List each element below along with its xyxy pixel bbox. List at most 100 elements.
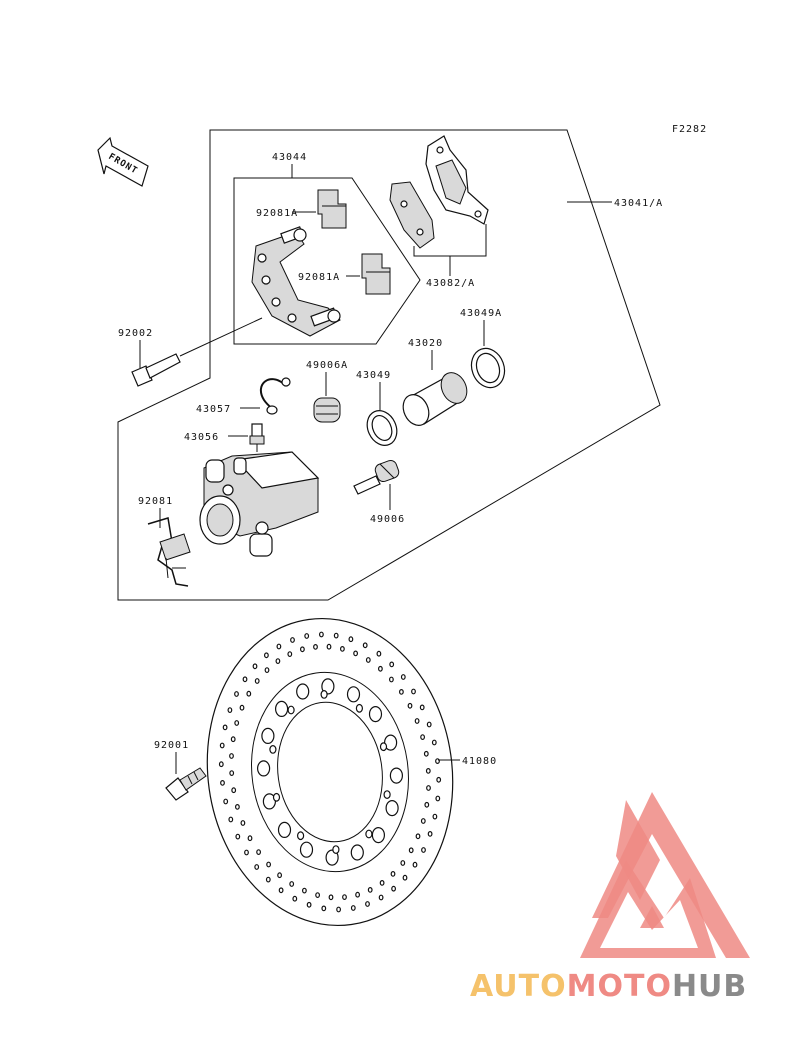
- disc-hole: [277, 821, 292, 839]
- disc-hole: [426, 721, 432, 728]
- disc-hole: [391, 885, 397, 892]
- disc-hole: [261, 727, 275, 745]
- disc-hole: [300, 646, 305, 653]
- disc-hole: [423, 750, 429, 757]
- watermark-text: AUTOMOTOHUB: [470, 969, 747, 1004]
- disc-hole: [299, 841, 314, 858]
- disc-hole: [292, 895, 298, 902]
- disc-hole: [340, 646, 345, 652]
- disc-hole: [231, 787, 237, 794]
- disc-hole: [234, 804, 240, 810]
- disc-hole: [218, 761, 224, 768]
- disc-hole: [306, 901, 312, 908]
- disc-hole: [355, 891, 361, 898]
- disc-hole: [304, 633, 310, 639]
- caliper-assembly-outline: [117, 129, 661, 601]
- disc-hole: [362, 642, 368, 649]
- part-label-92081a-bottom: 92081A: [298, 272, 340, 283]
- disc-hole: [400, 860, 406, 866]
- disc-hole: [368, 705, 383, 723]
- caliper-body: [199, 451, 320, 557]
- part-label-49006a: 49006A: [306, 360, 348, 371]
- disc-hole: [278, 887, 284, 894]
- disc-hole: [390, 871, 396, 877]
- disc-hole: [254, 864, 260, 870]
- disc-hole: [302, 887, 307, 894]
- disc-hole: [408, 847, 414, 854]
- disc-hole: [415, 833, 421, 840]
- disc-hole: [348, 636, 354, 643]
- disc-hole: [289, 881, 295, 887]
- watermark-part-moto: MOTO: [567, 969, 672, 1004]
- disc-hole: [223, 798, 229, 805]
- disc-hole: [332, 845, 340, 854]
- disc-hole: [419, 704, 425, 711]
- watermark-part-hub: HUB: [672, 969, 747, 1004]
- disc-hole: [234, 720, 240, 726]
- disc-hole: [220, 780, 225, 786]
- disc-hole: [376, 650, 382, 657]
- disc-hole: [275, 658, 281, 664]
- disc-hole: [365, 829, 373, 839]
- disc-hole: [367, 887, 373, 893]
- brake-pad-right: [425, 135, 489, 225]
- part-label-41080: 41080: [462, 756, 497, 767]
- piston-43020: [402, 372, 468, 426]
- bracket-subassembly-outline: [233, 177, 421, 345]
- disc-hole: [420, 818, 426, 824]
- disc-hole: [239, 704, 245, 711]
- disc-hole: [229, 770, 235, 776]
- front-arrow-icon: FRONT: [97, 136, 149, 187]
- disc-hole: [420, 734, 426, 740]
- disc-hole: [399, 689, 404, 695]
- part-label-92081: 92081: [138, 496, 173, 507]
- disc-hole: [315, 892, 321, 898]
- disc-hole: [414, 718, 420, 724]
- disc-hole: [407, 702, 413, 709]
- disc-holes: [218, 631, 442, 913]
- disc-hole: [240, 820, 246, 826]
- disc-hole: [402, 874, 408, 881]
- disc-hole: [421, 847, 426, 853]
- disc-hole: [319, 631, 324, 638]
- disc-hole: [365, 657, 371, 663]
- disc-hole: [296, 683, 310, 700]
- disc-hole: [389, 661, 395, 668]
- disc-hole: [389, 676, 394, 683]
- part-label-43049: 43049: [356, 370, 391, 381]
- disc-hole: [228, 816, 234, 823]
- disc-hole: [333, 632, 339, 639]
- disc-hole: [400, 674, 406, 680]
- part-label-92001: 92001: [154, 740, 189, 751]
- disc-hole: [264, 652, 269, 659]
- pad-spring-92081: [147, 517, 191, 587]
- bleeder-valve-43056: [249, 423, 265, 452]
- disc-hole: [326, 643, 332, 650]
- disc-hole: [287, 651, 293, 657]
- part-label-43044: 43044: [272, 152, 307, 163]
- brake-pad-left: [389, 181, 435, 249]
- disc-hole: [257, 760, 271, 777]
- disc-hole: [276, 643, 282, 650]
- disc-hole: [435, 758, 440, 764]
- part-label-43056: 43056: [184, 432, 219, 443]
- disc-hole: [272, 792, 281, 802]
- disc-hole: [264, 667, 270, 673]
- disc-hole: [227, 707, 233, 713]
- disc-hole: [320, 690, 328, 699]
- part-label-92002: 92002: [118, 328, 153, 339]
- disc-hole: [383, 790, 391, 799]
- disc-hole: [353, 650, 359, 657]
- disc-hole: [342, 894, 347, 900]
- pad-spring-top: [317, 189, 347, 229]
- disc-hole: [379, 742, 388, 752]
- disc-hole: [234, 691, 239, 697]
- disc-hole: [246, 690, 252, 697]
- seal-43049a: [470, 347, 506, 389]
- disc-hole: [431, 739, 437, 746]
- disc-hole: [219, 742, 225, 749]
- disc-hole: [265, 876, 271, 883]
- disc-hole: [252, 663, 258, 670]
